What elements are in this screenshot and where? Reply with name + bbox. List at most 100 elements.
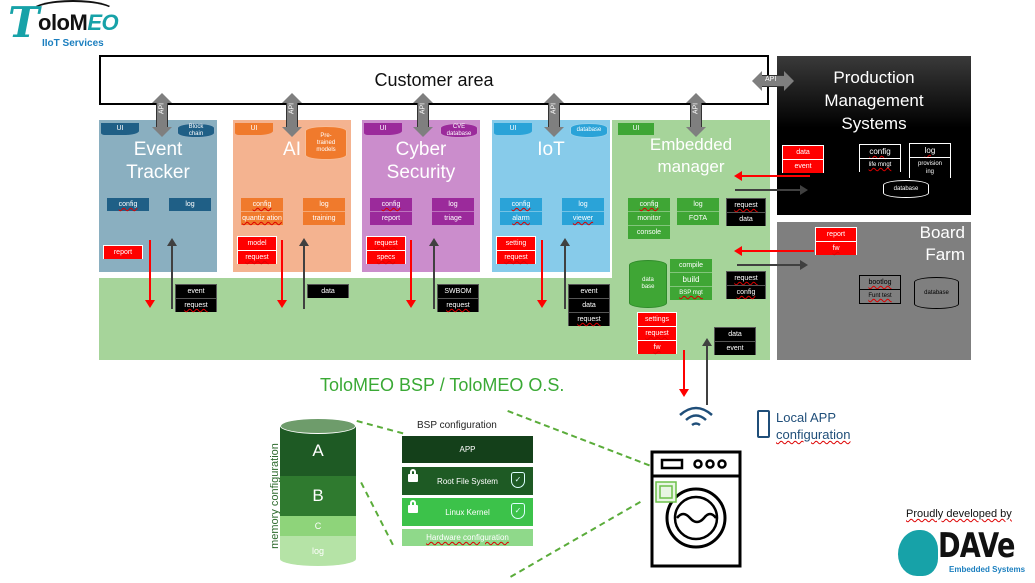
pms-outgoing-line — [742, 175, 810, 177]
event-tracker-stack[interactable]: config — [107, 198, 149, 211]
em-to-pms-stack[interactable]: request data — [726, 198, 766, 226]
local-app-line-1: Local APP — [776, 410, 836, 425]
em-outgoing-item: settings — [637, 312, 677, 327]
em-to-farm-stack[interactable]: request config — [726, 271, 766, 299]
iot-ui-tag[interactable]: UI — [494, 123, 532, 135]
memory-cylinder-top — [280, 418, 356, 434]
em-stack-b-item: FOTA — [688, 215, 708, 222]
api-arrow[interactable]: API — [686, 93, 706, 137]
dave-head-icon — [898, 530, 938, 576]
iot-incoming-item: request — [568, 312, 610, 326]
memory-partition-label: B — [312, 486, 324, 505]
event-tracker-stack-item: config — [118, 201, 138, 208]
pms-title-line-1: Production — [833, 68, 915, 87]
arrow-down-icon — [145, 300, 155, 308]
api-arrow[interactable]: API — [544, 93, 564, 137]
api-label: API — [692, 102, 700, 115]
cyber-security-stack-item: log — [432, 198, 474, 212]
cyber-security-database-icon: CVE database — [440, 123, 478, 138]
pms-stack-a-item: config — [859, 144, 901, 159]
em-ui-tag[interactable]: UI — [618, 123, 654, 135]
iot-title: IoT — [492, 138, 610, 161]
api-arrow[interactable]: API — [152, 93, 172, 137]
event-tracker-ui-tag[interactable]: UI — [101, 123, 139, 135]
ai-ui-tag[interactable]: UI — [235, 123, 273, 135]
customer-area-label: Customer area — [374, 69, 494, 90]
api-arrow[interactable]: API — [282, 93, 302, 137]
arrow-left-icon — [734, 171, 742, 181]
customer-area: Customer area — [99, 55, 769, 105]
arrow-right-icon — [800, 185, 808, 195]
farm-database-label: database — [924, 289, 949, 296]
farm-incoming-line — [737, 264, 800, 266]
pms-title: Production Management Systems — [777, 66, 971, 135]
local-app-line-2: configuration — [776, 427, 851, 442]
bsp-title: ToloMEO BSP / ToloMEO O.S. — [320, 375, 565, 395]
em-to-farm-item: request — [726, 271, 766, 286]
incoming-flow-line — [433, 245, 435, 309]
pms-stack-a-item: life mngt — [859, 158, 901, 172]
pms-database-label: database — [893, 185, 919, 192]
event-tracker-database-icon: Block chain — [177, 123, 215, 138]
em-stack-a-item: console — [636, 229, 662, 236]
dave-logo: DAVe — [938, 526, 1015, 566]
pms-incoming-stack[interactable]: data event — [782, 145, 824, 173]
cyber-security-stack[interactable]: log triage — [432, 198, 474, 225]
wifi-icon — [676, 403, 716, 436]
farm-incoming-stack[interactable]: report fw — [815, 227, 857, 255]
farm-stack-item: bootlog — [859, 275, 901, 290]
bsp-layer: Linux Kernel✓ — [402, 498, 533, 526]
ai-database-label: Pre-trained models — [316, 132, 336, 153]
pms-stack-b[interactable]: log provision ing — [909, 143, 951, 178]
bsp-layer: APP — [402, 436, 533, 463]
bsp-layer-label: Hardware configuration — [426, 533, 509, 542]
logo-brand-main: oloM — [38, 10, 88, 35]
logo-subtitle: IIoT Services — [42, 38, 104, 49]
cyber-security-stack-item: triage — [444, 215, 462, 222]
iot-outgoing-item: request — [496, 250, 536, 264]
event-tracker-title-line: Tracker — [126, 162, 190, 183]
em-incoming-stack[interactable]: data event — [714, 327, 756, 355]
em-incoming-item: event — [714, 341, 756, 355]
washing-machine-icon — [650, 450, 742, 573]
ai-incoming-stack[interactable]: data — [307, 284, 349, 298]
ai-title-line: AI — [283, 139, 301, 160]
em-to-farm-item: config — [726, 285, 766, 299]
iot-outgoing-item: setting — [496, 236, 536, 251]
arrow-up-icon — [429, 238, 439, 246]
ai-outgoing-item: request — [237, 250, 277, 264]
em-outgoing-stack[interactable]: settings request fw — [637, 312, 677, 354]
cyber-security-outgoing-item: request — [366, 236, 406, 251]
em-incoming-item: data — [714, 327, 756, 342]
pms-stack-a[interactable]: config life mngt — [859, 144, 901, 172]
shield-icon: ✓ — [511, 503, 525, 519]
event-tracker-stack[interactable]: log — [169, 198, 211, 211]
iot-stack-item: alarm — [512, 215, 530, 222]
outgoing-flow-line — [281, 240, 283, 302]
em-stack-a[interactable]: config monitor console — [628, 198, 670, 239]
api-label: API — [158, 102, 166, 115]
arrow-right-icon — [800, 260, 808, 270]
em-stack-b[interactable]: log FOTA — [677, 198, 719, 225]
event-tracker-stack-item: log — [185, 201, 195, 208]
pms-database-icon: database — [883, 180, 929, 198]
em-to-pms-item: request — [726, 198, 766, 213]
api-arrow[interactable]: API — [413, 93, 433, 137]
api-pms-arrow[interactable]: API — [752, 71, 794, 91]
cyber-security-ui-tag[interactable]: UI — [364, 123, 402, 135]
em-stack-c[interactable]: compile build BSP mgt — [670, 259, 712, 300]
farm-stack[interactable]: bootlog Funt test — [859, 275, 901, 304]
event-tracker-outgoing-stack[interactable]: report — [103, 245, 143, 259]
